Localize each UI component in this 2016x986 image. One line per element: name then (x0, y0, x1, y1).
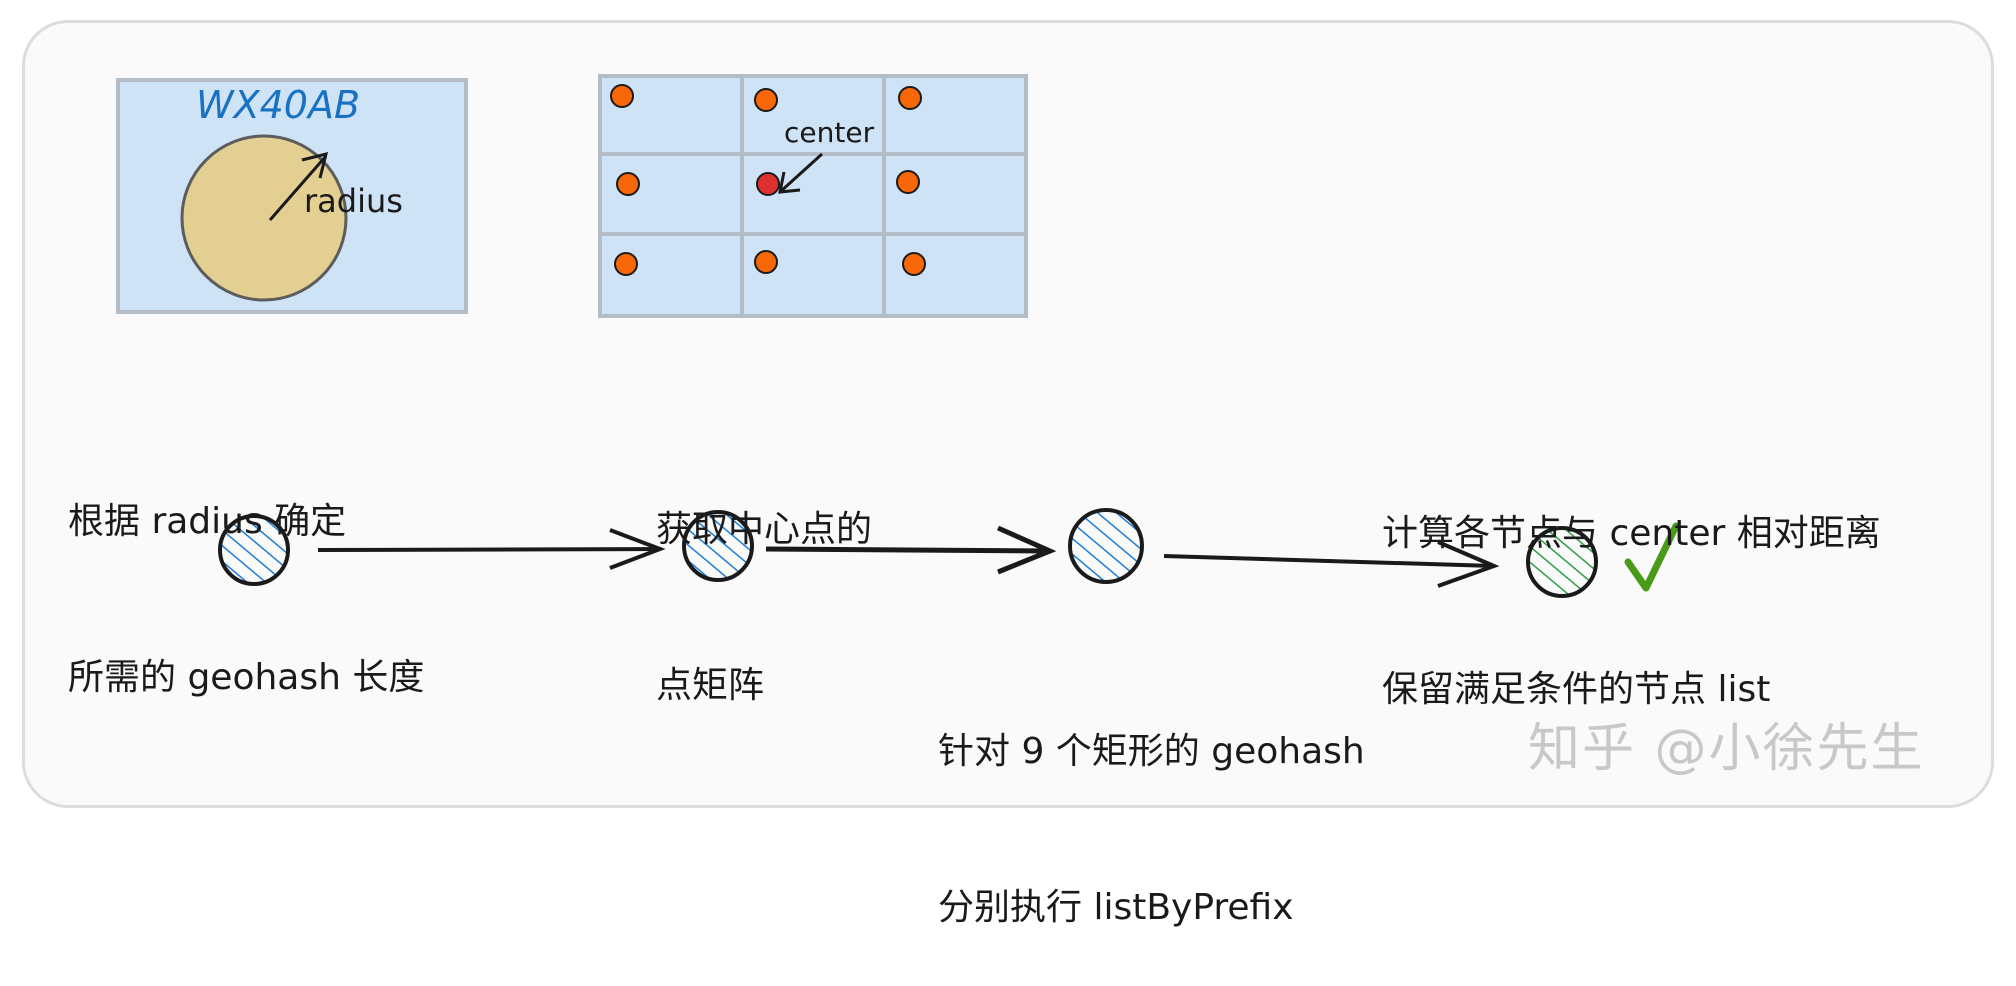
grid-point (902, 252, 926, 276)
flow-arrow-2 (765, 546, 1051, 554)
center-arrow-shaft (778, 152, 824, 194)
geohash-code-label: WX40AB (196, 83, 360, 127)
diagram-canvas: WX40AB radius center (116, 74, 1680, 598)
step-label-2-line-2: 点矩阵 (656, 665, 765, 706)
radius-arrow-head (301, 151, 329, 179)
grid-point (614, 252, 638, 276)
step-node-4 (1526, 526, 1598, 598)
step-label-1: 根据 radius 确定 所需的 geohash 长度 (68, 392, 424, 756)
flow-arrow-1 (317, 547, 661, 552)
center-label: center (784, 116, 875, 149)
step-label-3-line-1: 针对 9 个矩形的 geohash (938, 731, 1365, 772)
step-label-3-line-2: 分别执行 listByPrefix (938, 887, 1294, 928)
flow-arrow-3-head (1437, 540, 1500, 588)
step-node-3 (1068, 508, 1144, 584)
process-flow (218, 508, 1680, 598)
grid-point (754, 250, 778, 274)
grid-cell (598, 152, 744, 236)
step-label-4-line-2: 保留满足条件的节点 list (1382, 669, 1771, 710)
grid-cell (740, 232, 886, 318)
grid-point (616, 172, 640, 196)
flow-arrow-2-head (996, 525, 1057, 575)
step-label-4-line-1: 计算各节点与 center 相对距离 (1382, 513, 1881, 554)
grid-point (896, 170, 920, 194)
step-label-4: 计算各节点与 center 相对距离 保留满足条件的节点 list (1382, 404, 1881, 768)
flow-arrow-3 (1163, 554, 1495, 568)
watermark: 知乎 @小徐先生 (1528, 719, 1925, 779)
center-point (756, 172, 780, 196)
step-label-3: 针对 9 个矩形的 geohash 分别执行 listByPrefix (938, 622, 1365, 986)
grid-point (610, 84, 634, 108)
step-node-1 (218, 514, 290, 586)
grid-point (754, 88, 778, 112)
step-label-1-line-2: 所需的 geohash 长度 (68, 657, 425, 698)
radius-arrow-shaft (268, 155, 328, 221)
step-label-1-line-1: 根据 radius 确定 (68, 501, 347, 542)
flow-arrow-1-head (609, 528, 666, 570)
geohash-radius-panel: WX40AB radius (116, 78, 468, 314)
check-mark-icon (1624, 522, 1680, 592)
grid-point (898, 86, 922, 110)
grid-cell (882, 232, 1028, 318)
radius-label: radius (304, 182, 403, 220)
center-arrow-head (778, 171, 801, 194)
radius-circle (180, 134, 348, 302)
step-node-2 (682, 510, 754, 582)
grid-cell (882, 152, 1028, 236)
step-label-2: 获取中心点的 点矩阵 (656, 400, 872, 764)
step-label-2-line-1: 获取中心点的 (656, 509, 873, 550)
point-matrix-grid: center (598, 74, 1028, 318)
